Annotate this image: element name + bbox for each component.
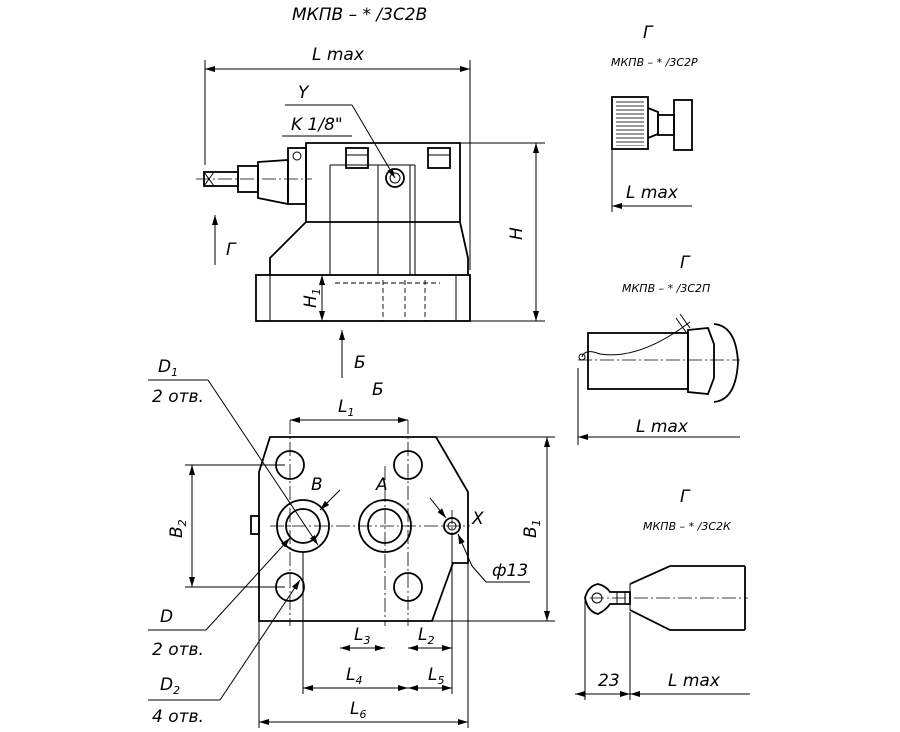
base-plate	[255, 274, 471, 322]
variant-p-model: МКПВ – * /3С2Р	[611, 56, 698, 69]
variant-k-dim23: 23	[598, 671, 620, 691]
bottom-view: Б B A X ф13 D1 2 от	[148, 357, 555, 728]
lock-cap-nut	[687, 327, 715, 395]
l3-label: L3	[354, 625, 370, 647]
knob-cap	[611, 96, 649, 150]
variant-k-view: Г	[680, 487, 691, 507]
lmax-label: L max	[312, 45, 365, 65]
variant-3c2p: Г МКПВ – * /3С2Р L max	[611, 23, 698, 212]
seal-wire	[581, 321, 691, 358]
variant-pi-view: Г	[680, 253, 691, 273]
d-count: 2 отв.	[152, 640, 204, 660]
fixing-hole-br	[393, 572, 423, 602]
port-y-label: Y	[298, 83, 310, 103]
adjuster-nut	[287, 147, 307, 205]
l6-label: L6	[350, 699, 366, 721]
key-bow	[584, 583, 631, 615]
b2-label: B2	[167, 519, 189, 538]
variant-p-lmax: L max	[626, 183, 679, 203]
port-x-inner	[447, 521, 457, 531]
port-a-inner	[367, 508, 403, 544]
port-b-inner	[285, 508, 321, 544]
arrow-b-label: Б	[354, 353, 366, 373]
key-housing-bottom	[629, 609, 745, 631]
top-screw-left	[345, 147, 369, 169]
thread-label: K 1/8"	[291, 115, 343, 135]
port-y-plug	[385, 168, 405, 188]
lock-cap-dome	[713, 323, 739, 403]
port-a-outer	[358, 499, 412, 553]
drawing-title: МКПВ – * /3С2В	[292, 5, 427, 25]
variant-pi-lmax: L max	[636, 417, 689, 437]
l5-label: L5	[428, 665, 444, 687]
variant-pi-model: МКПВ – * /3С2П	[622, 282, 710, 295]
port-x-label: X	[471, 509, 484, 529]
variant-p-view: Г	[643, 23, 654, 43]
d2-count: 4 отв.	[152, 707, 204, 727]
l1-label: L1	[338, 397, 354, 419]
knob-flange	[673, 99, 693, 151]
h1-label: H1	[301, 288, 323, 308]
knob-stem	[657, 114, 675, 136]
adjuster-body	[257, 159, 289, 206]
variant-3c2k: Г МКПВ – * /3С2К 23 L max	[575, 487, 750, 700]
l4-label: L4	[346, 665, 362, 687]
fixing-hole-tr	[393, 450, 423, 480]
variant-k-lmax: L max	[668, 671, 721, 691]
arrow-g-label: Г	[226, 240, 237, 260]
b1-label: B1	[521, 519, 543, 538]
h-label: H	[507, 227, 527, 240]
side-pin	[250, 515, 260, 535]
phi13-label: ф13	[492, 561, 528, 581]
bottom-view-label: Б	[372, 380, 384, 400]
main-view: L max Y K 1/8"	[196, 45, 545, 378]
variant-3c2pi: Г МКПВ – * /3С2П L max	[577, 253, 740, 445]
variant-k-model: МКПВ – * /3С2К	[643, 520, 732, 533]
d1-label: D1	[158, 357, 178, 379]
top-screw-right	[427, 147, 451, 169]
lock-cap-body	[587, 332, 689, 390]
l2-label: L2	[418, 625, 434, 647]
key-housing-top	[629, 565, 745, 585]
d2-label: D2	[160, 675, 180, 697]
d-label: D	[160, 607, 173, 627]
port-b-label: B	[311, 475, 323, 495]
d1-count: 2 отв.	[152, 387, 204, 407]
port-a-label: A	[375, 475, 388, 495]
